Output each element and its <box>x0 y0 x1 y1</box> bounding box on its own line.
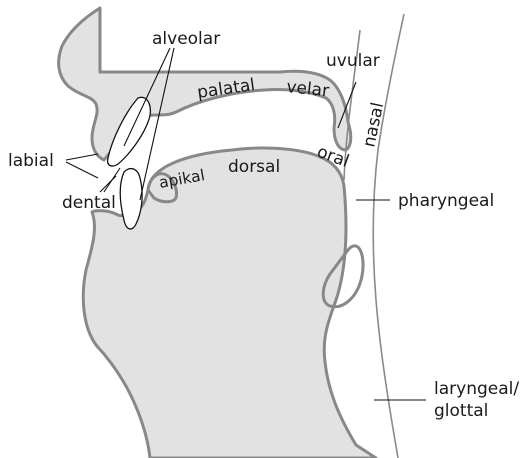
label-nasal: nasal <box>359 101 388 149</box>
label-labial: labial <box>8 151 54 171</box>
pharyngeal-wall <box>373 14 404 458</box>
label-velar: velar <box>285 77 330 101</box>
label-uvular: uvular <box>326 51 380 71</box>
label-dorsal: dorsal <box>228 157 280 177</box>
label-laryngeal: laryngeal/ <box>434 379 519 399</box>
dental-leader-2 <box>104 168 120 192</box>
label-pharyngeal: pharyngeal <box>398 191 494 211</box>
label-dental: dental <box>62 193 116 213</box>
labial-leader-2 <box>66 162 98 178</box>
label-alveolar: alveolar <box>152 29 220 49</box>
label-glottal: glottal <box>434 401 488 421</box>
labial-leader-1 <box>66 154 98 160</box>
